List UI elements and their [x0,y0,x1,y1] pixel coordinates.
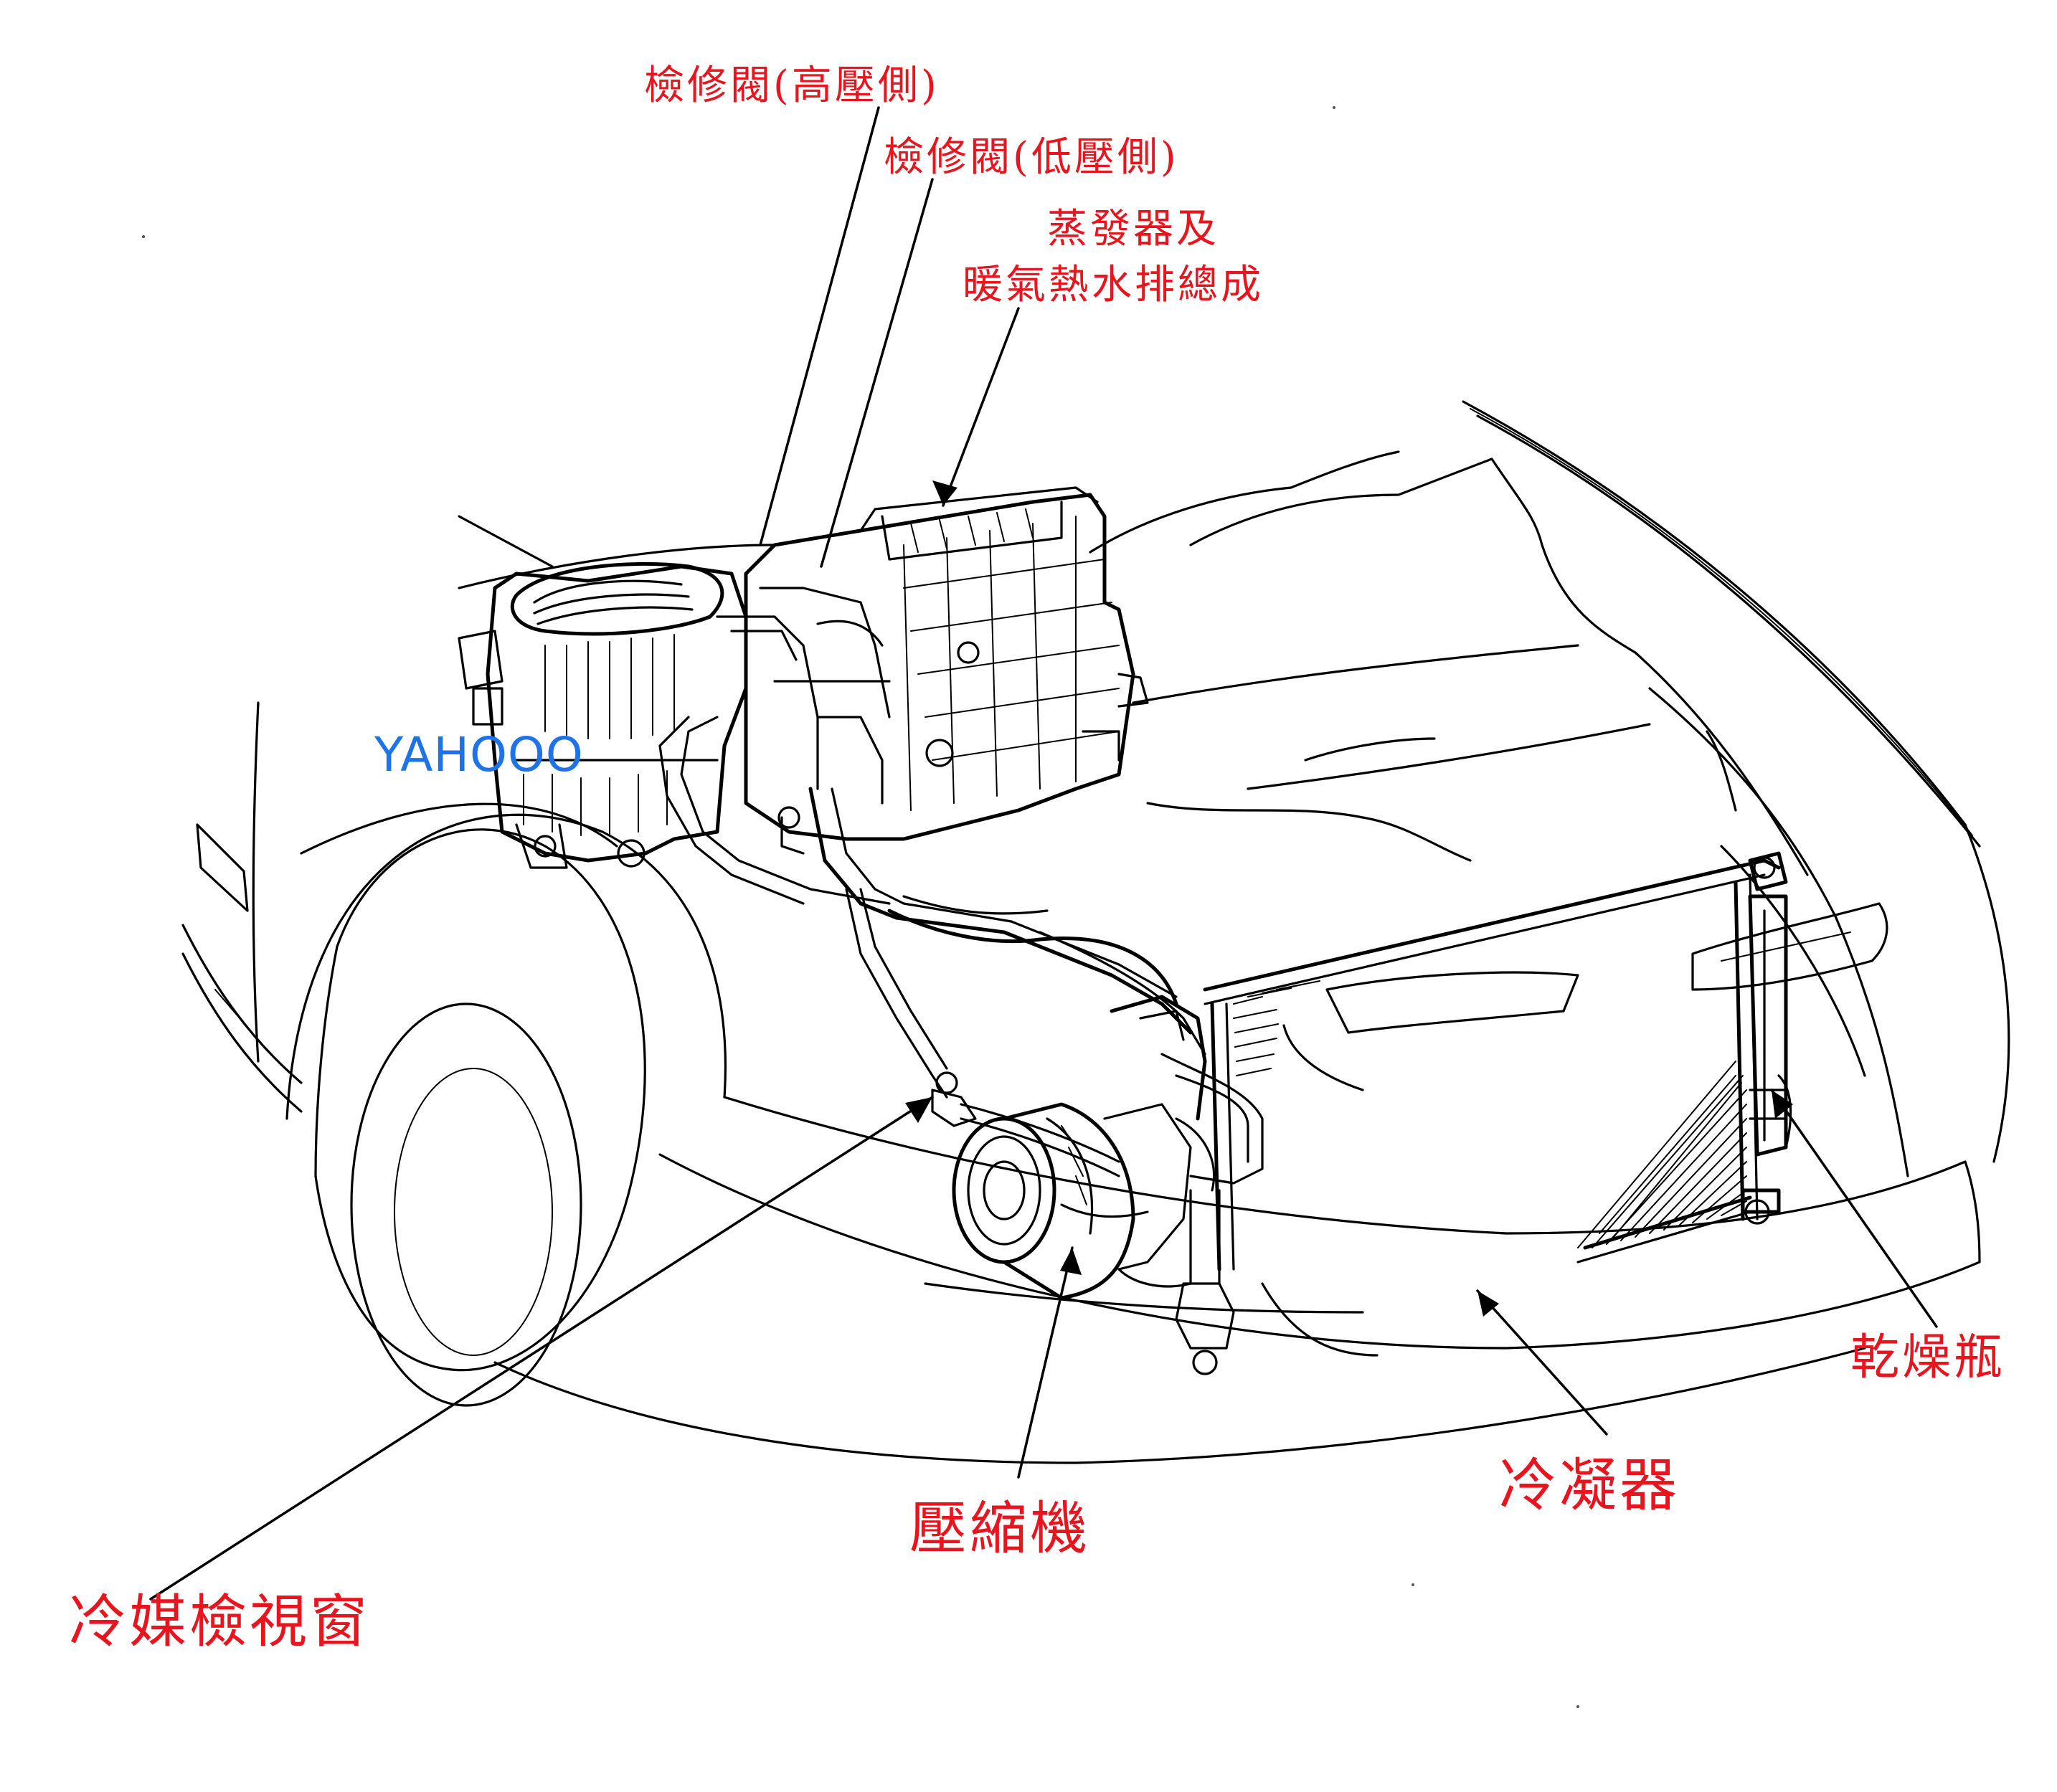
compressor [952,1102,1192,1300]
label-receiver-drier: 乾燥瓶 [1850,1329,2006,1386]
watermark-text: YAHOOO [374,727,584,782]
arrowhead-sight-glass [905,1097,932,1123]
leader-sight-glass [149,1096,934,1601]
leader-evaporator [942,307,1020,507]
arrowhead-receiver-drier [1772,1090,1793,1119]
leader-lines [149,106,1938,1601]
arrowhead-compressor [1060,1248,1082,1275]
arrowhead-condenser [1477,1291,1499,1317]
hvac-module [458,486,1149,869]
label-service-valve-low: 檢修閥(低壓側) [884,134,1179,181]
leader-compressor [1017,1246,1074,1479]
car-body [181,400,2010,1464]
label-condenser: 冷凝器 [1499,1452,1680,1519]
label-evaporator-line2: 暖氣熱水排總成 [963,262,1264,308]
front-wheel [314,828,646,1407]
label-sight-glass: 冷媒檢視窗 [69,1588,370,1655]
leader-condenser [1476,1289,1608,1436]
label-evaporator-line1: 蒸發器及 [1047,206,1219,252]
refrigerant-lines [658,716,1264,1375]
label-compressor: 壓縮機 [909,1495,1090,1562]
label-service-valve-high: 檢修閥(高壓側) [644,62,940,109]
leader-service-valve-low [820,178,934,568]
leader-receiver-drier [1770,1089,1938,1328]
leader-service-valve-high [759,106,880,546]
arrowhead-evaporator [932,480,957,506]
scan-specks [142,106,1579,1708]
condenser [1203,851,1792,1271]
